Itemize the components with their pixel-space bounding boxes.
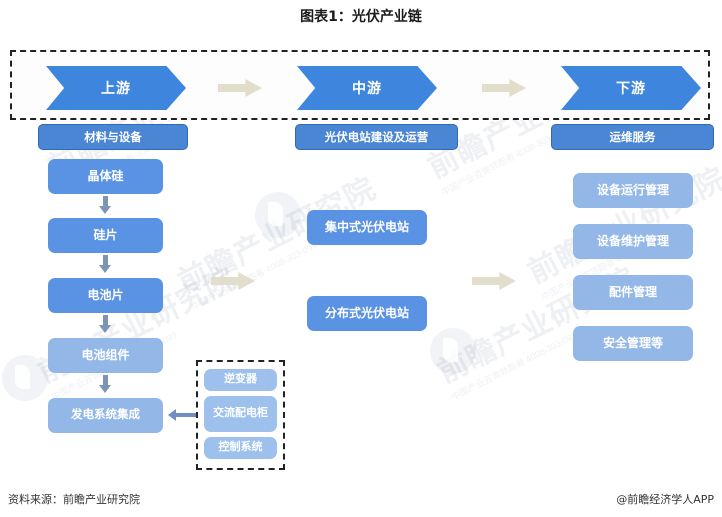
node-box[interactable]: 设备运行管理 [573, 173, 693, 208]
node-box[interactable]: 发电系统集成 [48, 398, 163, 433]
stage-chevron-downstream[interactable]: 下游 [561, 66, 701, 110]
connector-line [103, 196, 108, 207]
stage-chevron-midstream[interactable]: 中游 [297, 66, 437, 110]
stage-header-midstream[interactable]: 光伏电站建设及运营 [295, 124, 458, 150]
down-arrow-icon [99, 265, 111, 273]
subgroup-item[interactable]: 逆变器 [204, 369, 277, 391]
watermark-logo-icon [255, 192, 301, 238]
source-note: 资料来源：前瞻产业研究院 [8, 493, 140, 506]
right-arrow-icon [211, 272, 255, 290]
connector-line [103, 375, 108, 386]
subgroup-item[interactable]: 控制系统 [204, 437, 277, 459]
node-box[interactable]: 电池片 [48, 278, 163, 313]
node-box[interactable]: 分布式光伏电站 [307, 296, 427, 331]
stage-header-downstream[interactable]: 运维服务 [551, 124, 714, 150]
left-arrow-icon [168, 409, 176, 421]
node-box[interactable]: 电池组件 [48, 338, 163, 373]
down-arrow-icon [99, 206, 111, 214]
credit-note: @前瞻经济学人APP [616, 493, 714, 506]
node-box[interactable]: 配件管理 [573, 275, 693, 310]
watermark-logo-icon [430, 328, 476, 374]
connector-line [103, 315, 108, 326]
node-box[interactable]: 晶体硅 [48, 159, 163, 194]
node-box[interactable]: 集中式光伏电站 [307, 210, 427, 245]
down-arrow-icon [99, 325, 111, 333]
down-arrow-icon [99, 385, 111, 393]
node-box[interactable]: 设备维护管理 [573, 224, 693, 259]
node-box[interactable]: 硅片 [48, 218, 163, 253]
node-box[interactable]: 安全管理等 [573, 326, 693, 361]
connector-line [103, 255, 108, 266]
subgroup-item[interactable]: 交流配电柜 [204, 396, 277, 432]
page-title: 图表1：光伏产业链 [300, 9, 422, 25]
stage-chevron-upstream[interactable]: 上游 [46, 66, 186, 110]
stage-header-upstream[interactable]: 材料与设备 [38, 124, 188, 150]
connector-line [176, 413, 196, 417]
right-arrow-icon [472, 272, 516, 290]
watermark-logo-icon [2, 355, 48, 401]
